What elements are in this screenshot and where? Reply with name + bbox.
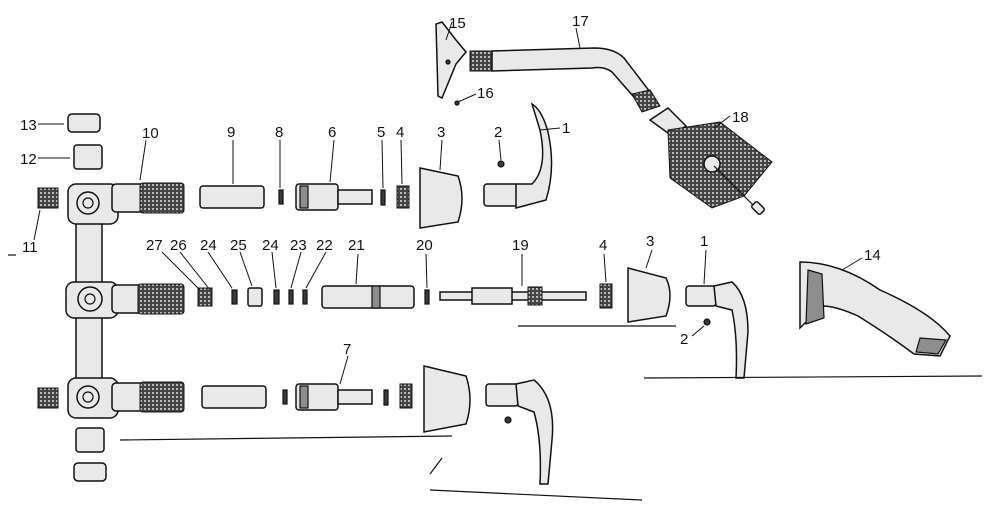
callout-14: 14 <box>864 247 881 264</box>
callout-22: 22 <box>316 237 333 254</box>
bottom-sleeve <box>201 385 267 409</box>
callout-8: 8 <box>275 124 283 141</box>
callout-25: 25 <box>230 237 247 254</box>
callout-21: 21 <box>348 237 365 254</box>
wall-line-4 <box>429 457 443 475</box>
part-1-handle-top <box>483 102 553 209</box>
wall-line-3 <box>119 435 453 441</box>
callout-24-right: 24 <box>262 237 279 254</box>
callout-3-top: 3 <box>437 124 445 141</box>
leader-lines <box>33 21 863 385</box>
part-2-screw <box>497 160 505 168</box>
callout-3-mid: 3 <box>646 233 654 250</box>
callout-5: 5 <box>377 124 385 141</box>
bottom-handle-screw <box>504 416 512 424</box>
callout-2-top: 2 <box>494 124 502 141</box>
part-4b-screw <box>599 283 613 309</box>
callout-12: 12 <box>20 151 37 168</box>
wall-line-2 <box>643 375 983 379</box>
bottom-nipple <box>75 427 105 453</box>
callout-9: 9 <box>227 124 235 141</box>
part-21-cartridge <box>321 285 415 309</box>
part-11-fitting <box>37 187 59 209</box>
part-3b-escutcheon <box>627 267 671 323</box>
callout-13: 13 <box>20 117 37 134</box>
callout-17: 17 <box>572 13 589 30</box>
callout-2-mid: 2 <box>680 331 688 348</box>
part-12-nipple <box>73 144 103 170</box>
bottom-nut <box>73 462 107 482</box>
part-27-26-parts <box>197 287 213 307</box>
callout-11: 11 <box>22 239 38 256</box>
callout-4-top: 4 <box>396 124 404 141</box>
callout-19: 19 <box>512 237 529 254</box>
part-7-stem <box>295 383 373 411</box>
callout-18: 18 <box>732 109 749 126</box>
part-8-ring <box>278 189 284 205</box>
bottom-ring <box>282 389 288 405</box>
callout-16: 16 <box>477 85 494 102</box>
part-3-escutcheon <box>419 167 463 229</box>
callout-27: 27 <box>146 237 163 254</box>
valve-body <box>65 182 185 419</box>
callout-23: 23 <box>290 237 307 254</box>
part-9-sleeve <box>199 185 265 209</box>
part-23-ring <box>288 289 294 305</box>
callout-15: 15 <box>449 15 466 32</box>
part-18-shower-head <box>648 107 773 215</box>
callout-26: 26 <box>170 237 187 254</box>
part-25-ring <box>247 287 263 307</box>
part-13-nut <box>67 113 101 133</box>
wall-line-5 <box>429 489 643 501</box>
bottom-escutcheon <box>423 365 471 433</box>
callout-20: 20 <box>416 237 433 254</box>
bottom-handle <box>485 379 554 485</box>
callout-6: 6 <box>328 124 336 141</box>
bottom-washer <box>383 389 389 406</box>
part-19-stem <box>439 286 587 306</box>
callout-10: 10 <box>142 125 159 142</box>
part-2b-screw <box>703 318 711 326</box>
callout-4-mid: 4 <box>599 237 607 254</box>
part-4-screw <box>396 185 410 209</box>
bottom-fitting <box>37 387 59 409</box>
part-14-tub-spout <box>799 261 951 357</box>
part-6-stem <box>295 183 373 211</box>
part-22-ring <box>302 289 308 305</box>
callout-24-left: 24 <box>200 237 217 254</box>
part-24-washer <box>231 289 238 305</box>
part-5-washer <box>380 189 386 206</box>
bottom-screw <box>399 383 413 409</box>
part-15-flange <box>435 21 467 100</box>
part-17-shower-arm <box>469 47 661 113</box>
callout-1-top: 1 <box>562 120 570 137</box>
part-24b-washer <box>273 289 280 305</box>
callout-7: 7 <box>343 341 351 358</box>
callout-1-mid: 1 <box>700 233 708 250</box>
part-20-ring <box>424 289 430 305</box>
part-1b-handle <box>685 281 749 379</box>
